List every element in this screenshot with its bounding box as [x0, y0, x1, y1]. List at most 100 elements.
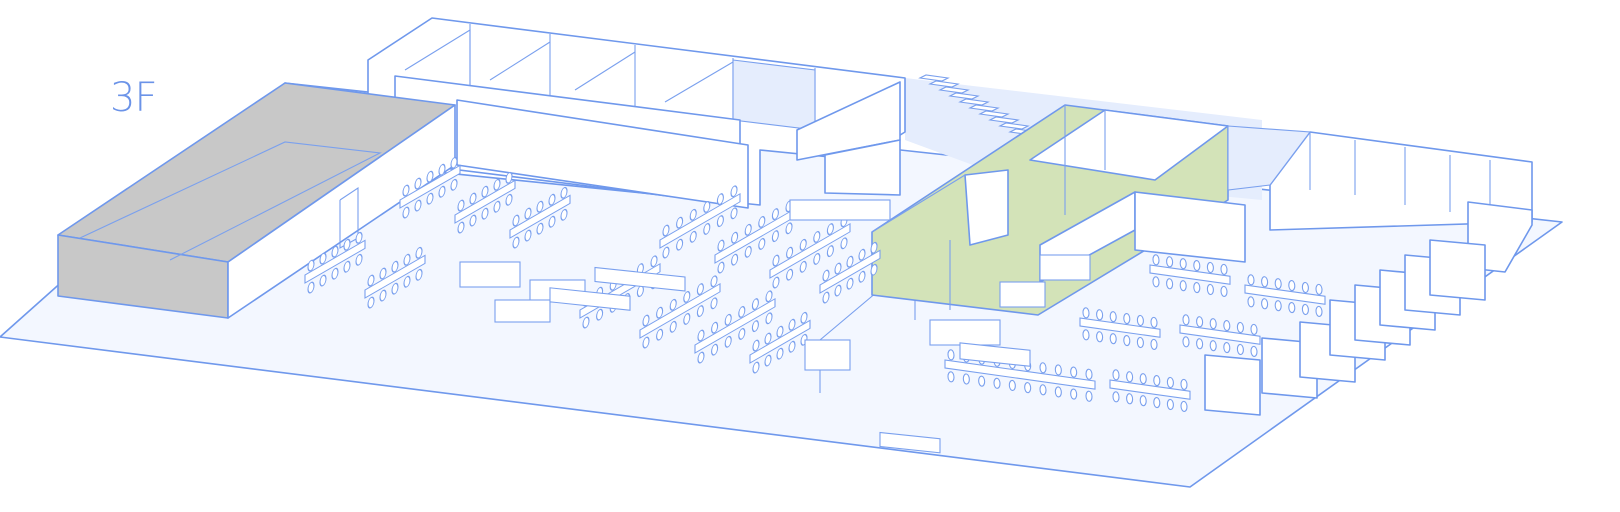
chair [1109, 311, 1117, 323]
chair [355, 231, 363, 244]
chair [1236, 321, 1244, 334]
chair [1182, 314, 1190, 326]
chair [402, 184, 410, 197]
booth-panel [1204, 354, 1261, 416]
meeting-table [594, 266, 686, 292]
chair [752, 339, 760, 352]
chair [834, 284, 842, 297]
chair [799, 238, 807, 251]
chair [331, 245, 339, 258]
chair [1247, 274, 1255, 286]
chair [947, 371, 955, 383]
chair [536, 200, 544, 213]
chair [786, 268, 794, 281]
chair [724, 335, 732, 348]
desk-row [1244, 274, 1326, 317]
desk-top [749, 319, 811, 364]
chair [548, 193, 556, 206]
chair [758, 238, 766, 250]
chair [822, 291, 830, 304]
chair [676, 216, 684, 229]
meeting-table [549, 287, 631, 311]
chair [1182, 336, 1190, 348]
chair [391, 282, 399, 295]
chair [438, 185, 446, 198]
chair [703, 201, 711, 213]
chair [771, 230, 779, 243]
chair [512, 236, 520, 249]
phone-booths [1204, 239, 1486, 416]
chair [703, 223, 711, 235]
chair [469, 192, 477, 205]
chair [505, 171, 513, 184]
chair [1139, 373, 1147, 385]
chair [438, 163, 446, 176]
chair [834, 262, 842, 275]
chair [319, 252, 327, 265]
chair [744, 245, 752, 258]
chair [1261, 276, 1269, 288]
chair [343, 260, 351, 273]
chair [307, 281, 315, 294]
chair [738, 306, 746, 318]
chair [481, 207, 489, 220]
chair [379, 267, 387, 280]
chair [560, 208, 568, 221]
chair [710, 275, 718, 288]
chair [414, 199, 422, 212]
desk-top [639, 282, 721, 339]
chair [711, 321, 719, 334]
chair [1206, 261, 1214, 274]
chair [1250, 323, 1258, 335]
chair [751, 320, 759, 333]
chair [1180, 400, 1188, 412]
desk-row [819, 241, 881, 304]
chair [1220, 285, 1228, 297]
chair [696, 305, 704, 318]
desk-top [364, 254, 426, 299]
chair [1112, 391, 1120, 403]
chair [457, 221, 465, 234]
chair [1206, 283, 1214, 296]
chair [1152, 254, 1160, 266]
desk-row [1079, 307, 1161, 350]
cabinet [929, 319, 1001, 346]
chair [426, 192, 434, 205]
chair [403, 253, 411, 266]
stair-step [998, 122, 1030, 130]
chair [426, 170, 434, 183]
chair [1024, 382, 1032, 394]
chair [512, 214, 520, 227]
stair-step [958, 98, 990, 106]
chair [450, 156, 458, 169]
chair [1123, 335, 1131, 347]
storage-block [57, 82, 456, 319]
desk-top [769, 222, 851, 279]
desk-top [454, 179, 516, 224]
chair [1274, 278, 1282, 290]
chair [1070, 366, 1078, 378]
chair [1150, 316, 1158, 328]
chair [1008, 379, 1016, 392]
chair [1109, 333, 1117, 345]
chair [582, 316, 590, 329]
desk-row [304, 231, 366, 294]
cabinet [804, 339, 851, 371]
chair [391, 260, 399, 273]
stair-step [918, 74, 950, 82]
chair [1054, 364, 1062, 376]
cabinet [494, 299, 551, 323]
chair [1166, 256, 1174, 268]
desk-top [1149, 264, 1231, 285]
chair [493, 178, 501, 191]
chair [764, 332, 772, 345]
chair [642, 314, 650, 327]
chair [696, 283, 704, 296]
chair [662, 246, 670, 259]
chair [1112, 369, 1120, 381]
chair [870, 241, 878, 254]
chair [716, 193, 724, 206]
chair [1301, 303, 1309, 316]
chair [731, 253, 739, 266]
chair [788, 340, 796, 353]
